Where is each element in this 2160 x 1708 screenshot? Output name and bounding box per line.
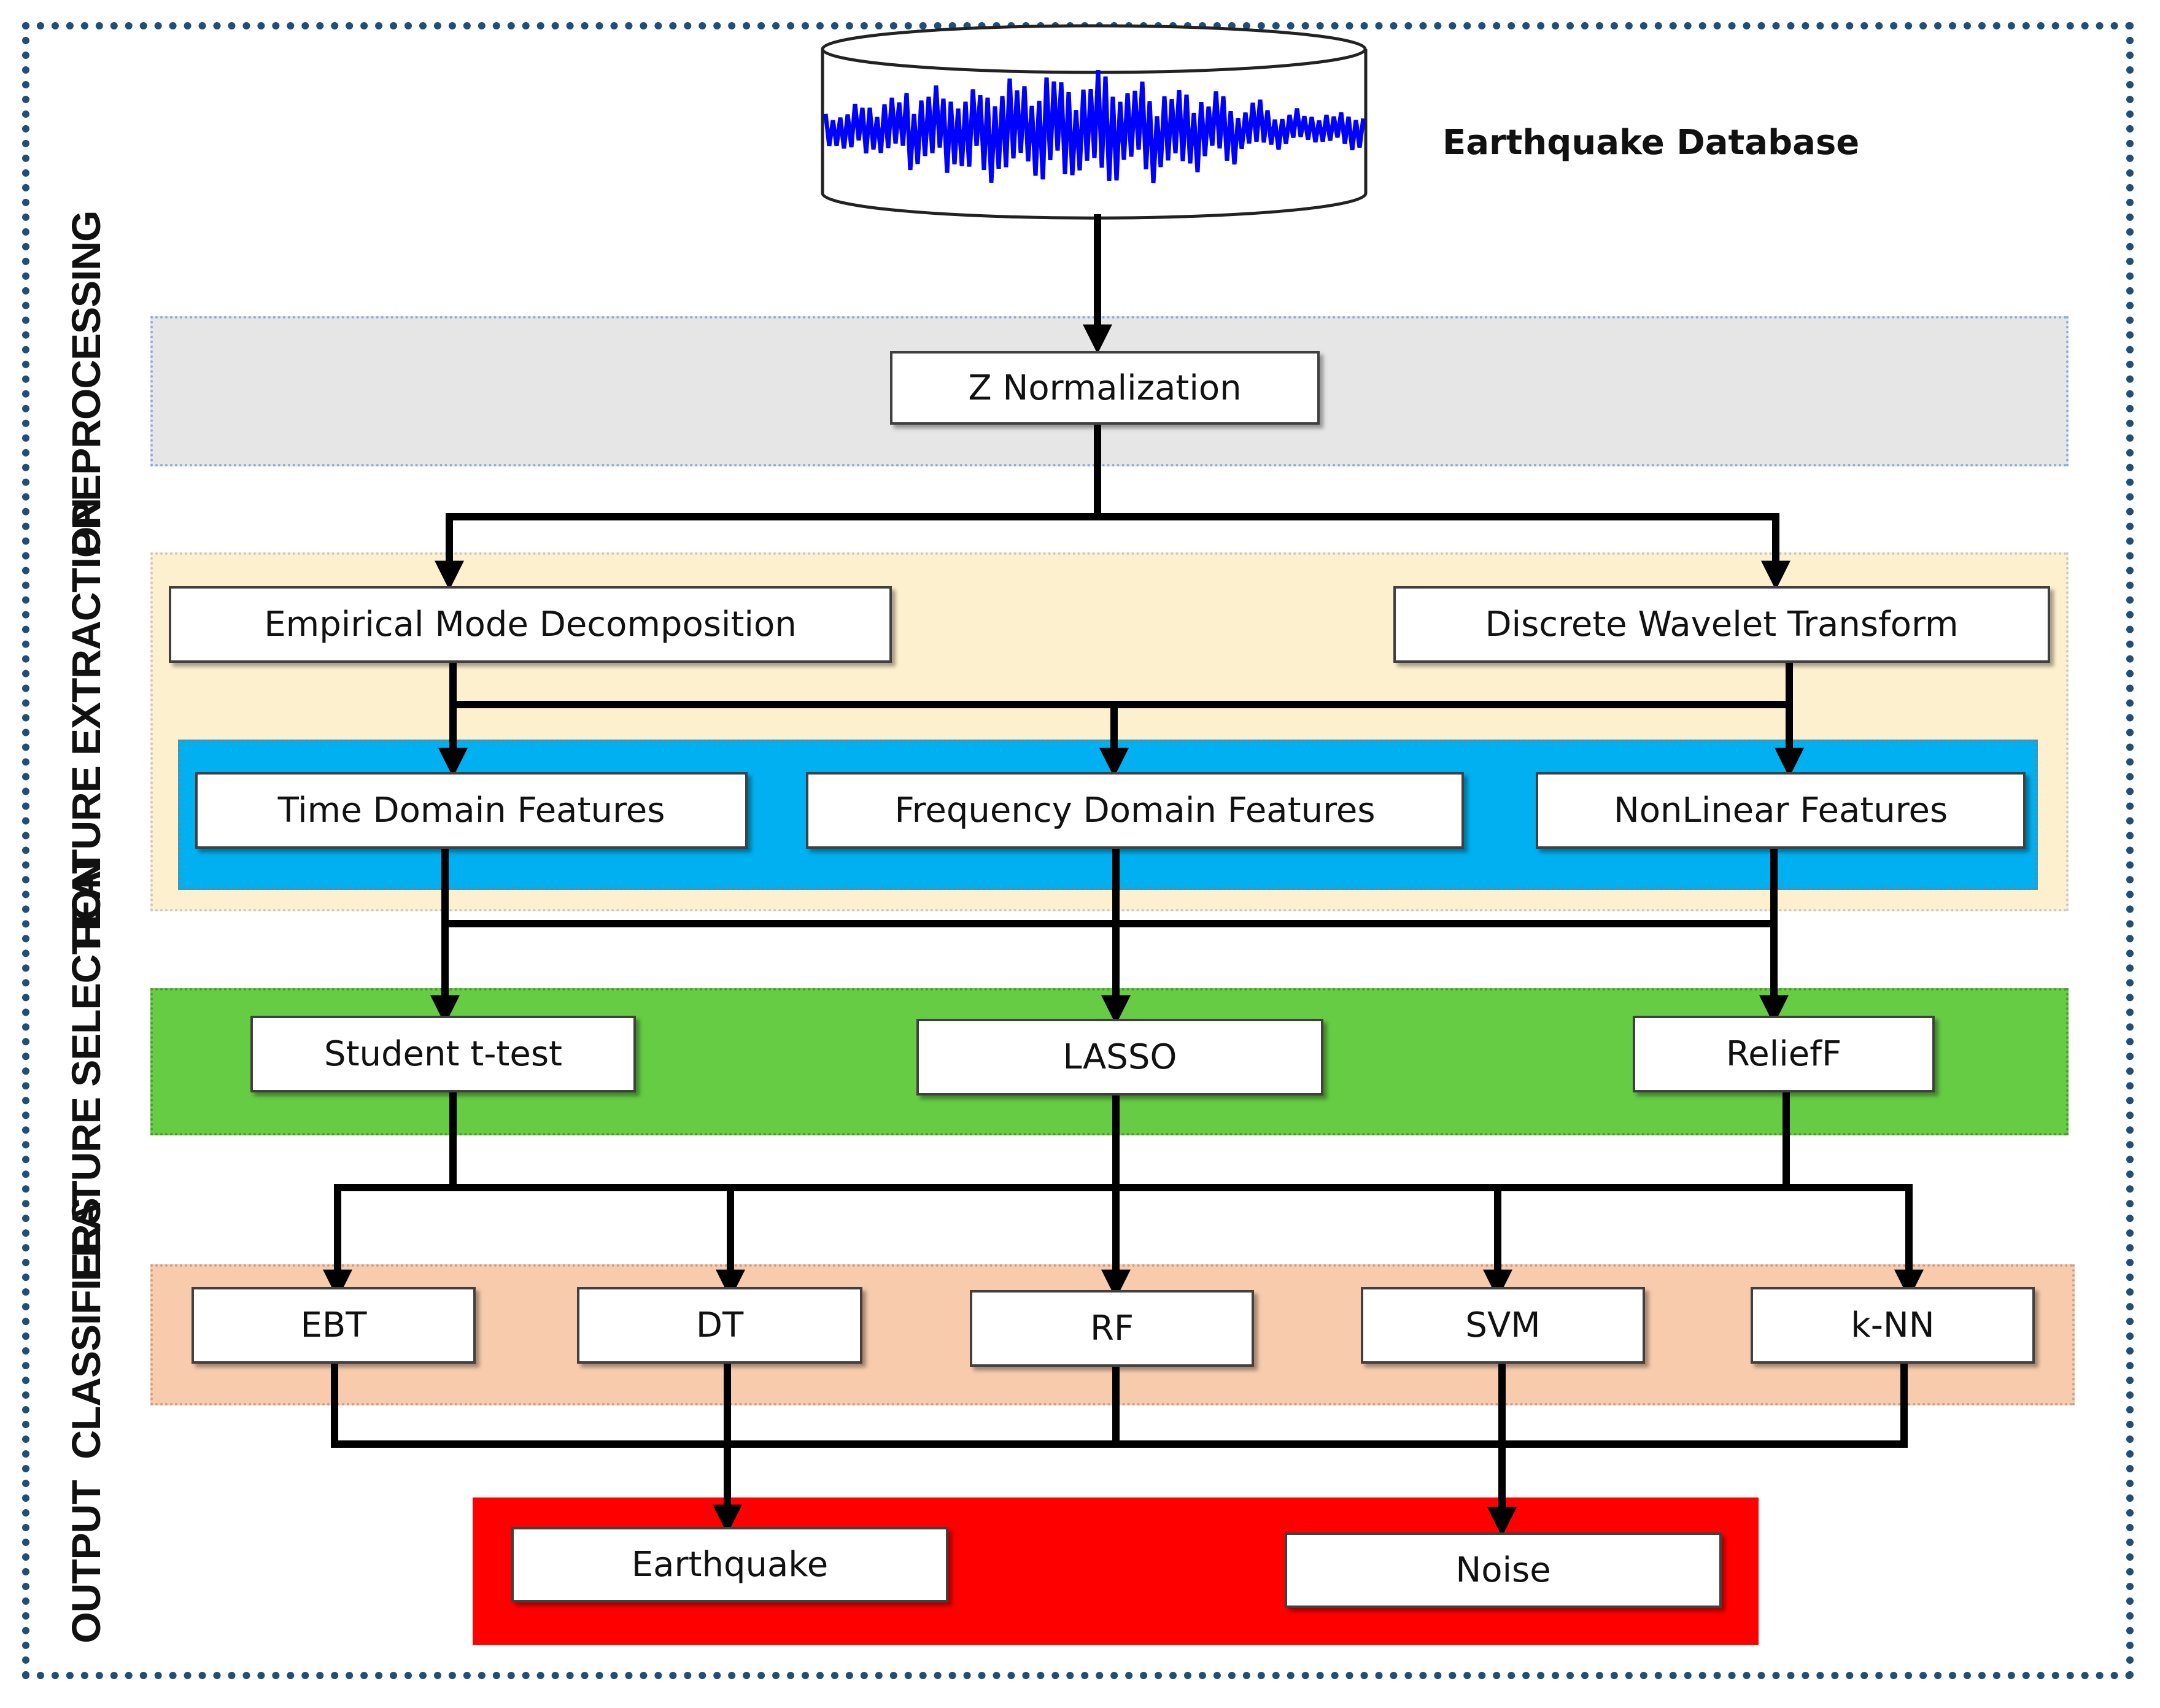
emd-box: Empirical Mode Decomposition — [169, 586, 892, 663]
section-label-output: OUTPUT — [63, 1480, 109, 1644]
earthquake-output-box: Earthquake — [511, 1527, 948, 1602]
dwt-box: Discrete Wavelet Transform — [1393, 586, 2050, 663]
noise-output-box: Noise — [1285, 1532, 1722, 1608]
z-normalization-box: Z Normalization — [890, 351, 1320, 425]
frequency-domain-features-box: Frequency Domain Features — [806, 772, 1464, 849]
relieff-box: ReliefF — [1633, 1016, 1935, 1092]
seismic-waveform-icon — [823, 69, 1366, 184]
svm-box: SVM — [1361, 1287, 1645, 1364]
ebt-box: EBT — [192, 1287, 476, 1364]
nonlinear-features-box: NonLinear Features — [1536, 772, 2026, 849]
time-domain-features-box: Time Domain Features — [195, 772, 748, 849]
dt-box: DT — [577, 1287, 862, 1364]
outer-border — [22, 22, 2134, 1679]
lasso-box: LASSO — [916, 1019, 1323, 1096]
student-ttest-box: Student t-test — [250, 1016, 636, 1092]
rf-box: RF — [970, 1290, 1254, 1367]
knn-box: k-NN — [1751, 1287, 2035, 1364]
section-label-classifiers: CLASSIFIERS — [63, 1198, 109, 1459]
database-icon — [821, 24, 1368, 220]
database-label: Earthquake Database — [1442, 123, 1860, 163]
